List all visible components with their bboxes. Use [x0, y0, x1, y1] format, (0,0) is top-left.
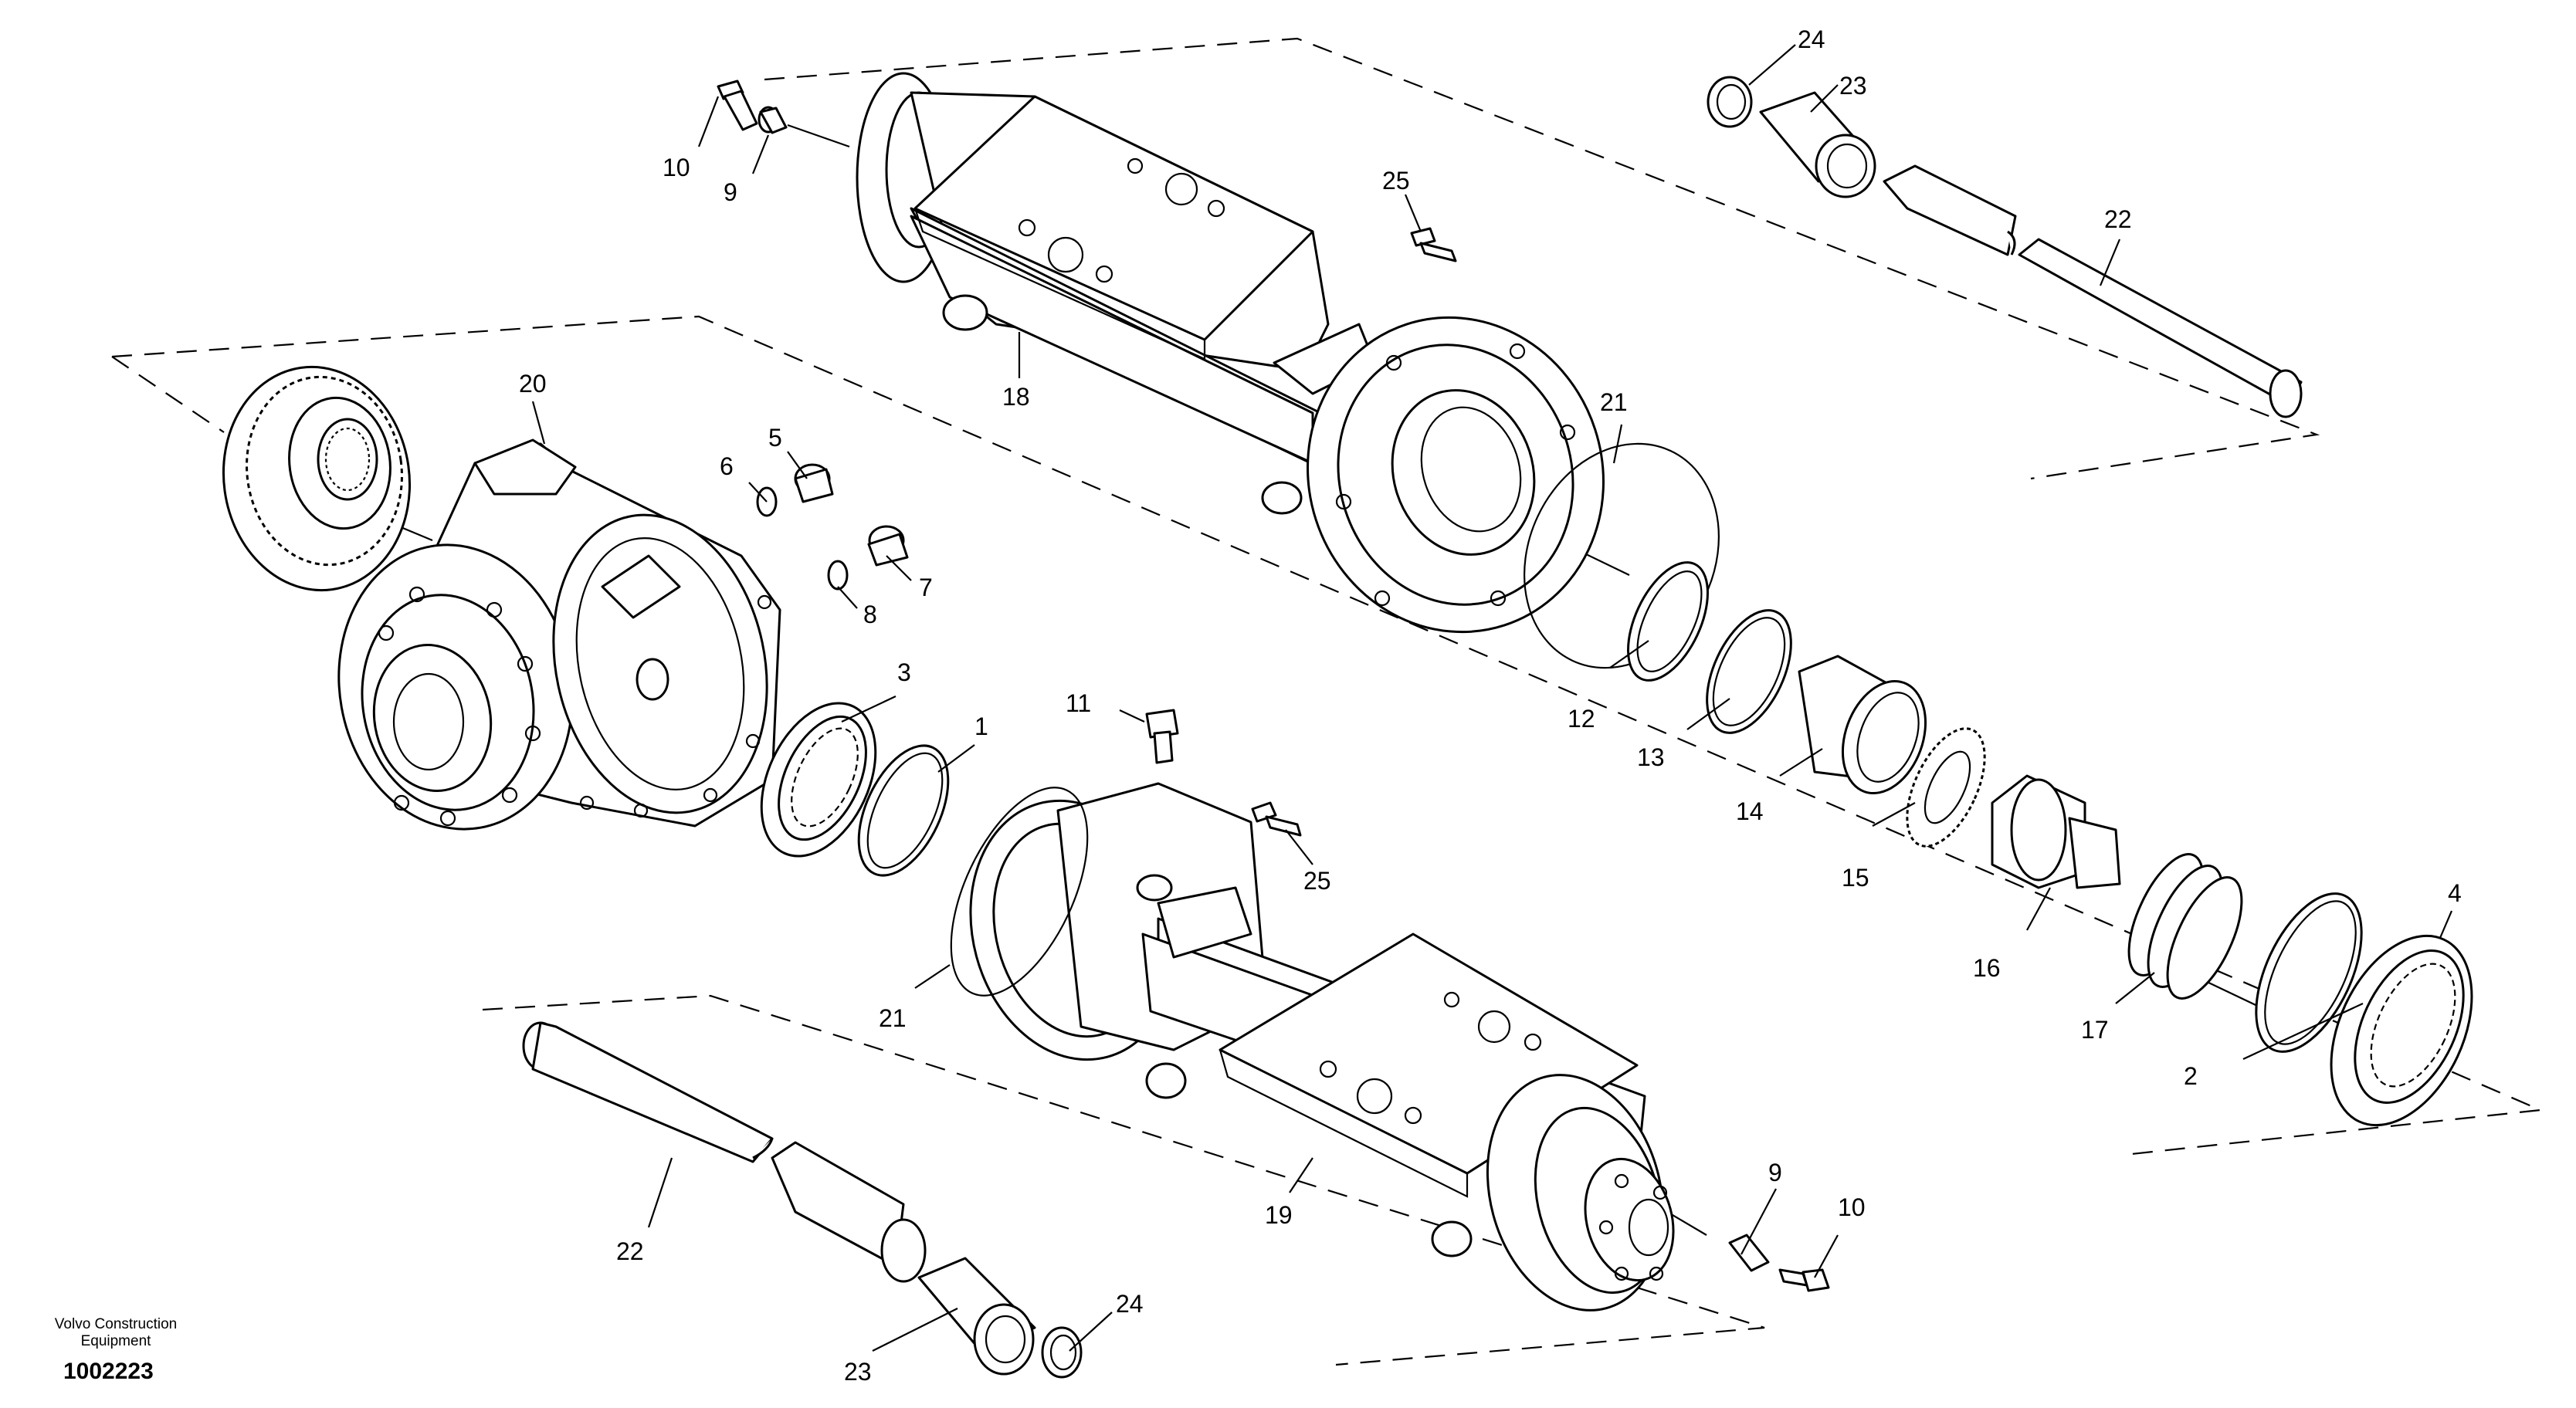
- callout-5: 5: [768, 424, 782, 452]
- callout-4: 4: [2448, 879, 2462, 907]
- upper-axle-housing: [856, 72, 1605, 634]
- callout-17: 17: [2081, 1016, 2109, 1044]
- callout-18: 18: [1002, 383, 1030, 411]
- callout-23-bottom: 23: [844, 1358, 872, 1386]
- callout-25-bottom: 25: [1303, 867, 1331, 895]
- brand-name: Volvo Construction Equipment: [31, 1316, 201, 1350]
- callout-12: 12: [1568, 705, 1595, 733]
- boundary-left-edge: [111, 356, 225, 433]
- callout-23-top: 23: [1839, 72, 1867, 100]
- crown-wheel-gear: [222, 365, 412, 592]
- callout-22-bottom: 22: [616, 1237, 644, 1265]
- callout-21-bottom: 21: [879, 1004, 907, 1032]
- brand-line-1: Volvo Construction: [54, 1316, 178, 1332]
- boundary-center-assembly: [111, 315, 2544, 1156]
- callout-25-top: 25: [1382, 167, 1410, 195]
- callout-10-top: 10: [663, 154, 690, 181]
- callout-13: 13: [1637, 743, 1665, 771]
- callout-3: 3: [897, 658, 911, 686]
- assembly-boundaries: [111, 37, 2544, 1366]
- callout-15: 15: [1842, 864, 1869, 892]
- callout-24-bottom: 24: [1116, 1290, 1144, 1318]
- callout-numbers: 1 2 3 4 5 6 7 8 9 9 10 10 11 12 13 14 15…: [519, 25, 2462, 1386]
- drawing-number: 1002223: [63, 1359, 154, 1384]
- boundary-lower-shaft: [482, 994, 1765, 1366]
- callout-24-top: 24: [1798, 25, 1825, 53]
- callout-8: 8: [863, 601, 877, 628]
- callout-22-top: 22: [2104, 205, 2132, 233]
- callout-2: 2: [2184, 1062, 2198, 1090]
- callout-7: 7: [919, 574, 933, 601]
- boundary-upper-shaft: [764, 37, 2320, 480]
- callout-6: 6: [720, 452, 734, 480]
- callout-19: 19: [1265, 1201, 1293, 1229]
- bearings-and-rings: [760, 442, 2473, 1127]
- small-parts: [717, 76, 2303, 1292]
- callout-9-top: 9: [724, 178, 737, 206]
- callout-9-bottom: 9: [1768, 1159, 1782, 1186]
- callout-11: 11: [1066, 689, 1091, 717]
- callout-20: 20: [519, 370, 547, 398]
- callout-leaders: [531, 44, 2453, 1352]
- callout-21-top: 21: [1600, 388, 1628, 416]
- callout-1: 1: [974, 712, 988, 740]
- lower-shaft-parts: [522, 1021, 1083, 1379]
- callout-16: 16: [1973, 954, 2001, 982]
- differential-housing: [337, 438, 781, 831]
- lower-axle-housing: [969, 782, 1675, 1312]
- callout-14: 14: [1736, 797, 1764, 825]
- callout-10-bottom: 10: [1838, 1193, 1866, 1221]
- brand-line-2: Equipment: [80, 1333, 151, 1349]
